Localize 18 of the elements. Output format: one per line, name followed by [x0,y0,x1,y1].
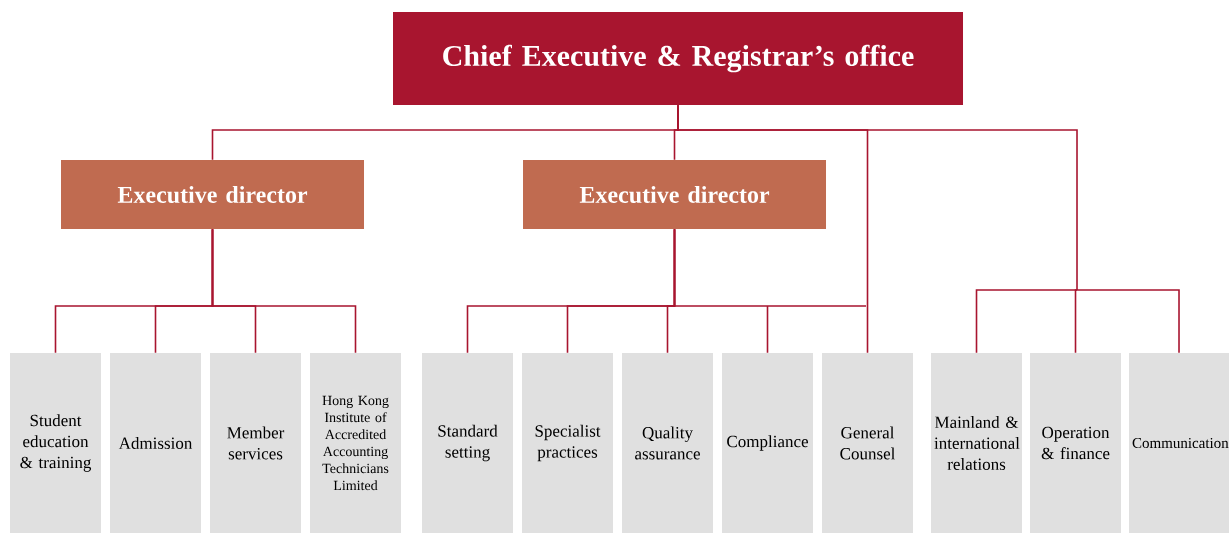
org-box: Chief Executive & Registrar’s office [393,12,963,105]
org-box: Student education & training [10,353,101,533]
org-box: Compliance [722,353,813,533]
org-box: Quality assurance [622,353,713,533]
connector-line [673,228,867,354]
org-box: Specialist practices [522,353,613,533]
org-box: Member services [210,353,301,533]
org-box: Mainland & international relations [931,353,1022,533]
org-box: Standard setting [422,353,513,533]
org-box: Executive director [523,160,826,229]
org-box: Executive director [61,160,364,229]
org-box: Operation & finance [1030,353,1121,533]
connector-line [677,104,869,354]
org-box: Hong Kong Institute of Accredited Accounting Technicians Limited [310,353,401,533]
org-box: Communication [1129,353,1229,533]
connector-line [211,228,357,354]
org-box: General Counsel [822,353,913,533]
org-box: Admission [110,353,201,533]
